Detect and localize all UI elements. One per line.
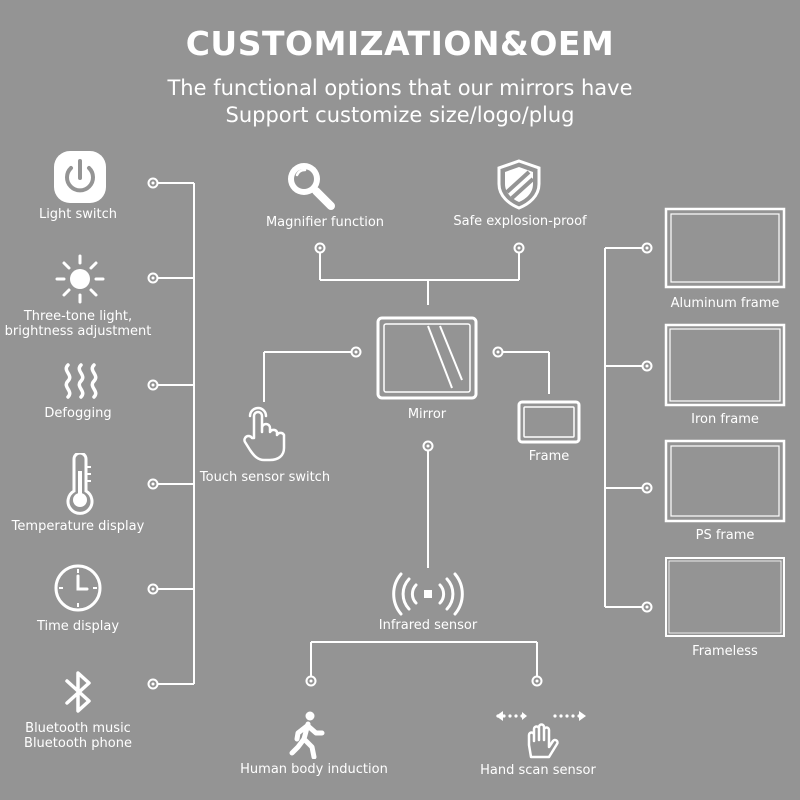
feature-label-bluetooth-line-1: Bluetooth music Bluetooth phone bbox=[24, 721, 132, 751]
connector-dot bbox=[147, 272, 159, 284]
connector-dot bbox=[350, 346, 362, 358]
page-title: CUSTOMIZATION&OEM bbox=[185, 24, 615, 63]
connector-dot bbox=[147, 478, 159, 490]
feature-label-time: Time display bbox=[36, 619, 120, 634]
magnifier-icon bbox=[288, 163, 335, 210]
connector-dot bbox=[147, 379, 159, 391]
magnifier-label: Magnifier function bbox=[265, 215, 385, 230]
hand-scan-label: Hand scan sensor bbox=[480, 763, 596, 778]
frame-label: Frame bbox=[528, 449, 570, 464]
frameless-icon bbox=[665, 557, 785, 637]
shield-icon bbox=[497, 159, 541, 210]
touch-hand-icon bbox=[243, 406, 286, 462]
connector-dot bbox=[492, 346, 504, 358]
steam-icon bbox=[64, 363, 98, 399]
frame-icon bbox=[517, 400, 581, 444]
connector-dot bbox=[147, 583, 159, 595]
infrared-sensor-icon bbox=[392, 572, 464, 616]
feature-label-temperature: Temperature display bbox=[11, 519, 145, 534]
connector-dot bbox=[641, 360, 653, 372]
aluminum-frame-label: Aluminum frame bbox=[670, 296, 780, 311]
power-icon bbox=[54, 151, 106, 203]
walking-person-icon bbox=[289, 711, 325, 759]
feature-label-defogging: Defogging bbox=[44, 406, 112, 421]
connector-dot bbox=[641, 601, 653, 613]
safe-explosion-label: Safe explosion-proof bbox=[453, 214, 587, 229]
iron-frame-label: Iron frame bbox=[691, 412, 759, 427]
connector-dot bbox=[147, 177, 159, 189]
feature-label-three-tone-line-1: Three-tone light, brightness adjustment bbox=[4, 309, 152, 339]
aluminum-frame-icon bbox=[664, 207, 786, 289]
clock-icon bbox=[54, 564, 102, 612]
iron-frame-icon bbox=[664, 323, 786, 407]
ps-frame-label: PS frame bbox=[695, 528, 755, 543]
connector-dot bbox=[531, 675, 543, 687]
sun-icon bbox=[55, 254, 105, 304]
thermometer-icon bbox=[66, 453, 94, 515]
infrared-sensor-label: Infrared sensor bbox=[378, 618, 478, 633]
connector-dot bbox=[641, 242, 653, 254]
connector-dot bbox=[641, 482, 653, 494]
connector-dot bbox=[314, 242, 326, 254]
human-body-label: Human body induction bbox=[240, 762, 388, 777]
mirror-icon bbox=[376, 316, 478, 400]
frameless-label: Frameless bbox=[692, 644, 758, 659]
subtitle-line-2: Support customize size/logo/plug bbox=[225, 103, 575, 127]
mirror-label: Mirror bbox=[407, 407, 447, 422]
bluetooth-icon bbox=[65, 671, 91, 713]
connector-dot bbox=[305, 675, 317, 687]
connector-dot bbox=[513, 242, 525, 254]
feature-label-light-switch: Light switch bbox=[38, 207, 118, 222]
hand-scan-icon bbox=[496, 711, 586, 759]
touch-sensor-label: Touch sensor switch bbox=[199, 470, 331, 485]
connector-dot bbox=[147, 678, 159, 690]
connector-dot bbox=[422, 440, 434, 452]
subtitle-line-1: The functional options that our mirrors … bbox=[167, 76, 633, 100]
ps-frame-icon bbox=[664, 439, 786, 523]
